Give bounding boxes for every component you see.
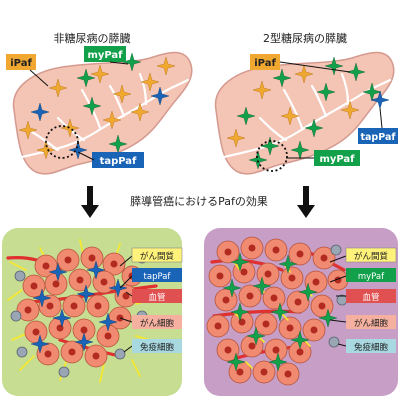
middle-caption: 膵導管癌におけるPafの効果 bbox=[130, 194, 268, 208]
legend-left-vessel: 血管 bbox=[148, 292, 165, 303]
legend-left: がん間質 tapPaf 血管 がん細胞 免疫細胞 bbox=[119, 247, 183, 353]
ipaf-label-right: iPaf bbox=[254, 58, 276, 69]
mypaf-label-right: myPaf bbox=[319, 154, 355, 165]
ipaf-label-left: iPaf bbox=[10, 58, 32, 69]
cancer-cells-left bbox=[16, 246, 143, 368]
legend-right-stroma: がん間質 bbox=[354, 251, 389, 262]
top-right-panel: 2型糖尿病の膵臓 bbox=[214, 31, 398, 175]
bottom-left-panel: がん間質 tapPaf 血管 がん細胞 免疫細胞 bbox=[2, 228, 183, 396]
arrow-right bbox=[297, 186, 315, 218]
legend-left-immune: 免疫細胞 bbox=[140, 342, 175, 353]
ipaf-label-box-left bbox=[6, 54, 36, 70]
cancer-cells-right bbox=[206, 236, 349, 386]
legend-left-paf: tapPaf bbox=[144, 272, 172, 282]
top-left-panel: 非糖尿病の膵臓 bbox=[6, 31, 193, 175]
top-left-title: 非糖尿病の膵臓 bbox=[54, 31, 131, 45]
arrow-left bbox=[81, 186, 99, 218]
ducts-left bbox=[16, 72, 190, 160]
tappaf-leader-right bbox=[379, 107, 383, 129]
legend-left-stroma: がん間質 bbox=[140, 251, 175, 262]
legend-right-vessel: 血管 bbox=[362, 292, 379, 303]
mypaf-label-left: myPaf bbox=[87, 50, 123, 61]
legend-left-cancer: がん細胞 bbox=[140, 318, 175, 329]
tappaf-label-left: tapPaf bbox=[100, 156, 137, 167]
legend-right: がん間質 myPaf 血管 がん細胞 免疫細胞 bbox=[329, 247, 397, 353]
mypaf-leader-left bbox=[109, 61, 129, 65]
tappaf-label-box-right bbox=[358, 128, 398, 144]
ipaf-leader-right bbox=[279, 61, 351, 73]
ipaf-leader-left bbox=[29, 69, 49, 87]
ipaf-label-box-right bbox=[250, 54, 280, 70]
bottom-right-panel: がん間質 myPaf 血管 がん細胞 免疫細胞 bbox=[204, 228, 398, 396]
legend-right-paf: myPaf bbox=[358, 272, 385, 282]
tappaf-leader-left bbox=[77, 151, 95, 161]
top-right-title: 2型糖尿病の膵臓 bbox=[263, 31, 347, 45]
legend-right-cancer: がん細胞 bbox=[354, 318, 389, 329]
tappaf-label-box-left bbox=[92, 152, 144, 168]
focus-circle-right bbox=[256, 140, 288, 172]
tappaf-label-right: tapPaf bbox=[360, 132, 396, 143]
focus-circle-left bbox=[45, 125, 79, 159]
mypaf-label-box-right bbox=[314, 150, 360, 166]
legend-right-immune: 免疫細胞 bbox=[354, 342, 389, 353]
ducts-right bbox=[218, 72, 392, 160]
mypaf-label-box-left bbox=[84, 46, 126, 62]
